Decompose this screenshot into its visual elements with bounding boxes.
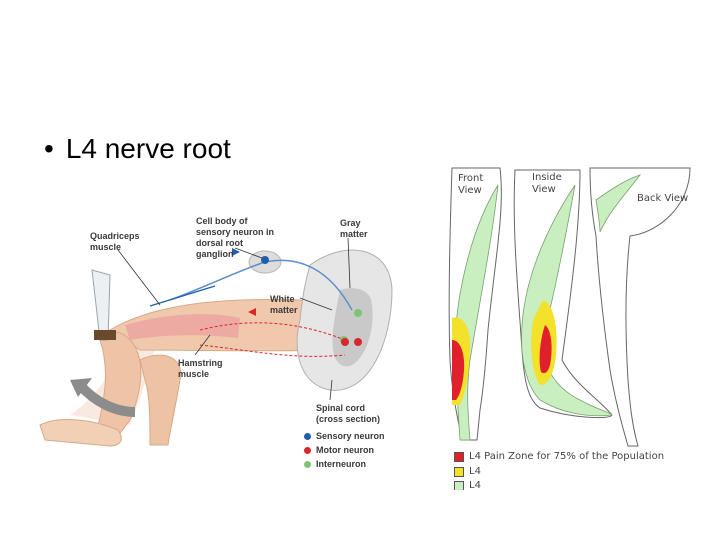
l4-green-swatch [454,481,464,490]
interneuron-swatch [304,461,311,468]
foot [39,419,122,447]
interneuron-dot [354,309,362,317]
label-white-matter: White matter [270,294,298,315]
legend-l4-green: L4 [454,481,481,490]
motor-neuron-dot [341,338,349,346]
legend-interneuron: Interneuron [304,459,366,470]
dermatome-illustration [448,167,691,447]
sensory-cell-body [261,256,269,264]
legend-motor-label: Motor neuron [316,445,374,455]
reflex-hammer [91,269,111,341]
legend-l4-pain-zone-label: L4 Pain Zone for 75% of the Population [469,451,665,462]
label-front-view: Front View [458,173,484,196]
sensory-neuron-swatch [304,433,311,440]
label-inside-view: Inside View [532,172,562,195]
motor-neuron-dot-2 [354,338,362,346]
slide-title: L4 nerve root [65,133,231,164]
back-view-leg [589,167,691,447]
legend-sensory: Sensory neuron [304,431,385,442]
l4-yellow-swatch [454,467,464,477]
motion-arrow [76,381,136,417]
label-cell-body: Cell body of sensory neuron in dorsal ro… [196,216,275,259]
label-back-view: Back View [637,193,689,204]
pain-zone-swatch [454,452,464,462]
motor-neuron-swatch [304,447,311,454]
thigh-muscle [125,314,240,340]
reflex-arc-illustration [39,237,393,447]
label-hamstring: Hamstring muscle [178,358,223,379]
motor-neuron-path [199,322,346,341]
legend-l4-yellow: L4 [454,466,481,478]
front-leg [139,354,182,446]
legend-l4-yellow-label: L4 [469,466,481,477]
legend-motor: Motor neuron [304,445,374,456]
legend-l4-pain-zone: L4 Pain Zone for 75% of the Population [454,451,664,463]
label-quadriceps: Quadriceps muscle [90,231,140,252]
legend-l4-green-label: L4 [469,481,481,490]
label-spinal-cord: Spinal cord (cross section) [316,403,381,424]
bullet-dot: • [44,133,54,164]
gray-matter-shape [332,288,373,367]
bullet-title: • L4 nerve root [44,133,231,165]
label-gray-matter: Gray matter [340,218,368,239]
legend-interneuron-label: Interneuron [316,459,367,469]
legend-sensory-label: Sensory neuron [316,431,385,441]
